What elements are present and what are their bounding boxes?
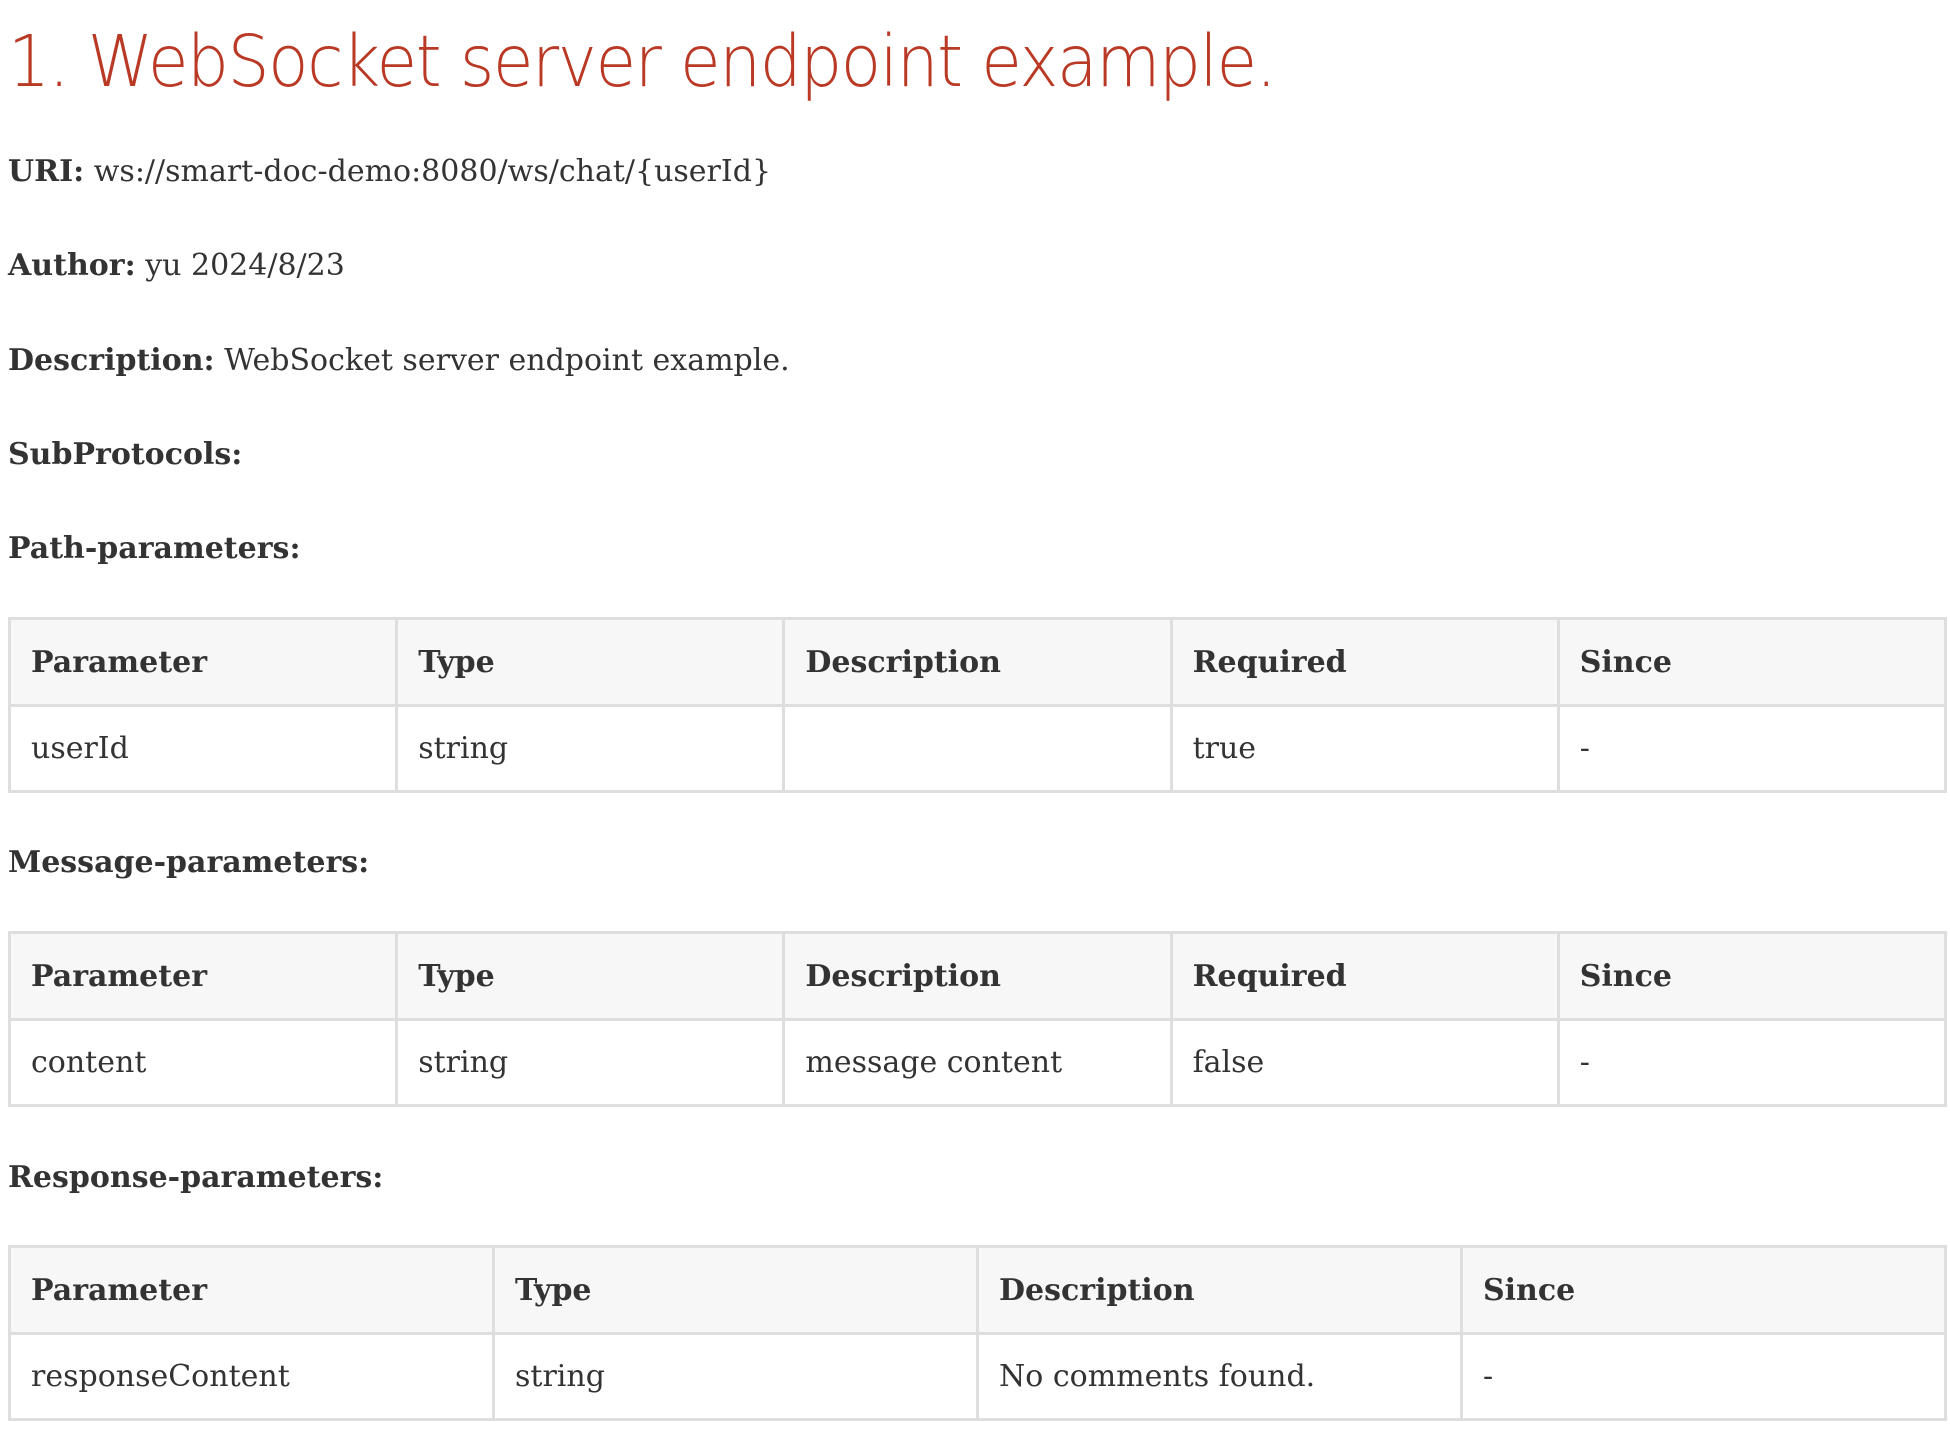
column-header-required: Required [1169,617,1560,707]
column-header-description: Description [782,617,1173,707]
description-line: Description: WebSocket server endpoint e… [8,341,790,381]
page-title: 1. WebSocket server endpoint example. [8,20,1277,103]
author-value: yu 2024/8/23 [145,248,345,283]
column-header-description: Description [976,1245,1463,1335]
cell-parameter: userId [7,704,399,793]
author-line: Author: yu 2024/8/23 [8,246,345,286]
column-header-since: Since [1460,1245,1947,1335]
column-header-since: Since [1556,617,1948,707]
description-label: Description: [8,343,215,378]
cell-parameter: content [7,1018,399,1107]
column-header-type: Type [395,617,786,707]
cell-since: - [1460,1332,1947,1421]
column-header-parameter: Parameter [7,617,399,707]
cell-since: - [1556,1018,1948,1107]
cell-type: string [395,1018,786,1107]
column-header-required: Required [1169,931,1560,1021]
cell-type: string [492,1332,979,1421]
column-header-since: Since [1556,931,1948,1021]
uri-value: ws://smart-doc-demo:8080/ws/chat/{userId… [93,154,772,189]
table-header-row: Parameter Type Description Required Sinc… [7,931,1948,1021]
cell-required: true [1169,704,1560,793]
column-header-parameter: Parameter [7,931,399,1021]
message-parameters-table: Parameter Type Description Required Sinc… [7,931,1948,1107]
response-parameters-label: Response-parameters: [8,1160,384,1195]
subprotocols-label: SubProtocols: [8,437,243,472]
description-value: WebSocket server endpoint example. [224,343,790,378]
message-parameters-label: Message-parameters: [8,845,370,880]
cell-parameter: responseContent [8,1332,495,1421]
table-row: responseContent string No comments found… [8,1332,1947,1421]
column-header-description: Description [782,931,1173,1021]
cell-description: message content [782,1018,1173,1107]
cell-description [782,704,1173,793]
response-parameters-table: Parameter Type Description Since respons… [8,1245,1947,1421]
path-parameters-label: Path-parameters: [8,531,301,566]
column-header-type: Type [395,931,786,1021]
column-header-type: Type [492,1245,979,1335]
uri-line: URI: ws://smart-doc-demo:8080/ws/chat/{u… [8,152,771,192]
path-parameters-table: Parameter Type Description Required Sinc… [7,617,1948,793]
cell-required: false [1169,1018,1560,1107]
author-label: Author: [8,248,136,283]
table-header-row: Parameter Type Description Required Sinc… [7,617,1948,707]
uri-label: URI: [8,154,85,189]
cell-type: string [395,704,786,793]
cell-description: No comments found. [976,1332,1463,1421]
cell-since: - [1556,704,1948,793]
table-row: userId string true - [7,704,1948,793]
column-header-parameter: Parameter [8,1245,495,1335]
table-row: content string message content false - [7,1018,1948,1107]
table-header-row: Parameter Type Description Since [8,1245,1947,1335]
